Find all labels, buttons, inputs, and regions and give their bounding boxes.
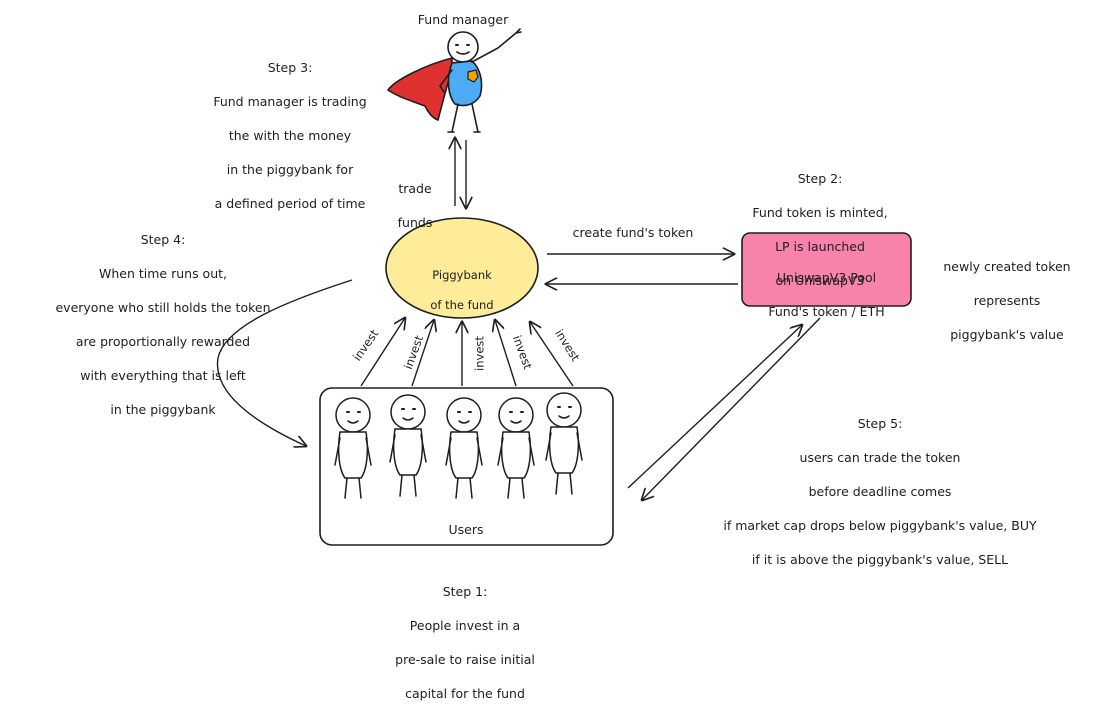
pool-line: Fund's token / ETH bbox=[768, 304, 885, 319]
trade-funds-line: trade bbox=[398, 181, 432, 196]
step1-heading: Step 1: bbox=[442, 584, 488, 599]
user-figure bbox=[545, 392, 583, 495]
piggybank-line: of the fund bbox=[430, 298, 494, 312]
step1-line: pre-sale to raise initial bbox=[395, 652, 535, 667]
badge bbox=[467, 69, 479, 83]
step5-line: if it is above the piggybank's value, SE… bbox=[751, 552, 1009, 567]
pool-note-line: newly created token bbox=[943, 259, 1071, 274]
step2-line: LP is launched bbox=[775, 239, 865, 254]
step3-heading: Step 3: bbox=[267, 60, 313, 75]
step4-line: When time runs out, bbox=[99, 266, 227, 281]
user-figure bbox=[389, 394, 427, 497]
step1-line: capital for the fund bbox=[405, 686, 525, 701]
diagram-drawing bbox=[216, 28, 912, 546]
step1-line: People invest in a bbox=[409, 618, 521, 633]
trade-funds-line: funds bbox=[397, 215, 433, 230]
create-token-arrows bbox=[546, 254, 738, 284]
step5-line: if market cap drops below piggybank's va… bbox=[723, 518, 1037, 533]
step4-text: Step 4: When time runs out, everyone who… bbox=[28, 214, 298, 435]
pool-note-line: represents bbox=[973, 293, 1041, 308]
diagram-canvas: Fund manager Step 3: Fund manager is tra… bbox=[28, 12, 1092, 701]
step4-curved-arrow bbox=[216, 279, 353, 446]
pool-note: newly created token represents piggybank… bbox=[922, 241, 1092, 360]
user-figure bbox=[497, 397, 535, 499]
step3-text: Step 3: Fund manager is trading the with… bbox=[180, 42, 400, 229]
piggybank-line: Piggybank bbox=[432, 268, 492, 282]
pool-label: UniswapV3 Pool Fund's token / ETH bbox=[742, 252, 911, 337]
create-token-label: create fund's token bbox=[572, 225, 694, 240]
step2-line: Fund token is minted, bbox=[752, 205, 888, 220]
user-figure bbox=[334, 397, 372, 499]
step2-line: on UniswapV3 bbox=[775, 273, 865, 288]
fund-manager-body bbox=[447, 60, 483, 107]
step1-text: Step 1: People invest in a pre-sale to r… bbox=[365, 566, 565, 719]
step2-heading: Step 2: bbox=[797, 171, 843, 186]
pool-line: UniswapV3 Pool bbox=[776, 270, 877, 285]
fund-manager-figure bbox=[386, 28, 522, 133]
users-label: Users bbox=[448, 522, 484, 537]
trade-funds-label: trade funds bbox=[380, 163, 450, 248]
piggybank-ellipse bbox=[385, 217, 539, 319]
piggybank-label: Piggybank of the fund bbox=[398, 253, 526, 328]
pool-note-line: piggybank's value bbox=[950, 327, 1064, 342]
step5-heading: Step 5: bbox=[857, 416, 903, 431]
step4-heading: Step 4: bbox=[140, 232, 186, 247]
step5-arrows bbox=[627, 317, 821, 500]
step4-line: everyone who still holds the token bbox=[55, 300, 271, 315]
fund-manager-title: Fund manager bbox=[417, 12, 509, 27]
user-figures bbox=[334, 392, 583, 499]
pool-box bbox=[741, 232, 912, 307]
step3-line: in the piggybank for bbox=[226, 162, 354, 177]
step4-line: with everything that is left bbox=[80, 368, 246, 383]
cape bbox=[386, 56, 453, 122]
step5-text: Step 5: users can trade the token before… bbox=[680, 398, 1080, 585]
step3-line: Fund manager is trading bbox=[213, 94, 367, 109]
invest-label: invest bbox=[472, 336, 487, 371]
step4-line: are proportionally rewarded bbox=[75, 334, 251, 349]
step5-line: before deadline comes bbox=[808, 484, 952, 499]
step3-line: the with the money bbox=[228, 128, 352, 143]
step2-text: Step 2: Fund token is minted, LP is laun… bbox=[720, 153, 920, 306]
user-figure bbox=[445, 397, 483, 499]
invest-arrows bbox=[360, 318, 574, 387]
step5-line: users can trade the token bbox=[799, 450, 961, 465]
trade-funds-arrows bbox=[455, 138, 466, 208]
step3-line: a defined period of time bbox=[214, 196, 366, 211]
fund-manager-head bbox=[447, 31, 479, 63]
step4-line: in the piggybank bbox=[110, 402, 216, 417]
